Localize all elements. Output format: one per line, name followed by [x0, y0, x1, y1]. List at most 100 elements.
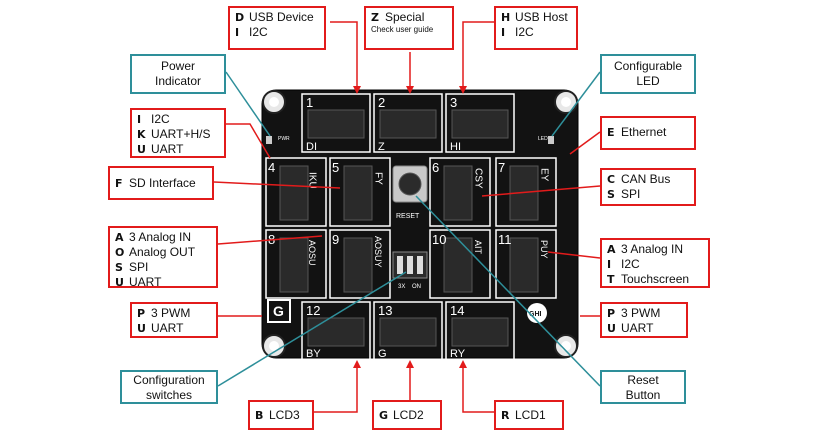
- sd-letter: F: [115, 177, 123, 190]
- pwm-left-text-pwm: 3 PWM: [151, 306, 191, 320]
- can-text: CAN Bus: [621, 172, 671, 186]
- socket-6: 6 CSY: [429, 157, 491, 227]
- socket-9-letters: AOSUY: [373, 236, 383, 268]
- lcd1-letter: R: [501, 409, 510, 422]
- g-logo: G: [267, 299, 291, 323]
- socket-6-letters: CSY: [473, 168, 484, 189]
- socket-4: 4 IKU: [265, 157, 327, 227]
- ghi-logo: GHI: [527, 303, 547, 323]
- pwm-right-text-pwm: 3 PWM: [621, 306, 661, 320]
- s11-letter-t: T: [607, 273, 615, 286]
- s8-text-uart: UART: [129, 275, 162, 289]
- configurable-led: LED: [538, 136, 554, 144]
- socket-4-number: 4: [268, 160, 275, 175]
- socket-5-letters: FY: [373, 172, 384, 185]
- usb-host-letter: H: [501, 11, 511, 24]
- special-note: Check user guide: [371, 25, 434, 34]
- socket-3-number: 3: [450, 95, 457, 110]
- callout-sd-interface: F SD Interface: [108, 166, 214, 200]
- socket-11-letters: PUY: [539, 240, 549, 259]
- s4-letter-i: I: [137, 113, 142, 126]
- configurable-led-line2: LED: [636, 74, 660, 88]
- s11-text-analog-in: 3 Analog IN: [621, 242, 684, 256]
- usb-device-i2c-letter: I: [235, 26, 240, 39]
- lcd2-text: LCD2: [393, 408, 424, 422]
- s8-letter-s: S: [115, 261, 123, 274]
- socket-6-number: 6: [432, 160, 439, 175]
- s8-text-spi: SPI: [129, 260, 149, 274]
- s8-text-analog-out: Analog OUT: [129, 245, 196, 259]
- socket-12-letters: BY: [306, 348, 321, 360]
- s11-text-touchscreen: Touchscreen: [621, 272, 690, 286]
- lcd3-letter: B: [255, 409, 264, 422]
- usb-host-i2c-text: I2C: [515, 25, 534, 39]
- reset-silk-label: RESET: [396, 213, 420, 220]
- usb-device-i2c-text: I2C: [249, 25, 268, 39]
- s8-letter-u: U: [115, 276, 124, 289]
- callout-lcd3: B LCD3: [248, 400, 314, 430]
- ethernet-text: Ethernet: [621, 125, 667, 139]
- reset-button-line1: Reset: [627, 373, 659, 387]
- socket-10-letters: AIT: [473, 240, 483, 255]
- socket-2-letters: Z: [378, 141, 385, 153]
- callout-lcd2: G LCD2: [372, 400, 442, 430]
- socket-13-number: 13: [378, 303, 392, 318]
- reset-button-graphic: RESET: [392, 165, 428, 220]
- socket-5-number: 5: [332, 160, 339, 175]
- socket-10-number: 10: [432, 232, 446, 247]
- usb-host-i2c-letter: I: [501, 26, 506, 39]
- socket-12-number: 12: [306, 303, 320, 318]
- callout-configurable-led: Configurable LED: [600, 54, 696, 94]
- special-letter: Z: [371, 11, 379, 24]
- callout-ethernet: E Ethernet: [600, 116, 696, 150]
- socket-7-number: 7: [498, 160, 505, 175]
- switch-silk-label: 3X: [398, 284, 405, 290]
- ethernet-letter: E: [607, 126, 615, 139]
- socket-5: 5 FY: [329, 157, 391, 227]
- reset-button-line2: Button: [625, 388, 661, 402]
- lcd1-text: LCD1: [515, 408, 546, 422]
- configurable-led-line1: Configurable: [613, 59, 683, 73]
- socket-1-letters: DI: [306, 141, 317, 153]
- socket-11: 11 PUY: [495, 229, 557, 299]
- socket-13: 13 G: [373, 301, 443, 361]
- callout-reset-button: Reset Button: [600, 370, 686, 404]
- usb-host-text: USB Host: [515, 10, 568, 24]
- s11-letter-i: I: [607, 258, 612, 271]
- callout-usb-host: H USB Host I I2C: [494, 6, 578, 50]
- socket-3-letters: HI: [450, 141, 461, 153]
- pwm-left-text-uart: UART: [151, 321, 184, 335]
- socket-8-letters: AOSU: [307, 240, 317, 266]
- socket-7: 7 EY: [495, 157, 557, 227]
- s8-text-analog-in: 3 Analog IN: [129, 230, 192, 244]
- power-led: PWR: [266, 136, 290, 144]
- socket-4-letters: IKU: [307, 172, 318, 189]
- s4-letter-k: K: [137, 128, 146, 141]
- sd-text: SD Interface: [129, 176, 196, 190]
- pwm-right-letter-u: U: [607, 322, 616, 335]
- special-text: Special: [385, 10, 425, 24]
- s4-text-i2c: I2C: [151, 112, 170, 126]
- lcd3-text: LCD3: [269, 408, 300, 422]
- socket-9: 9 AOSUY: [329, 229, 391, 299]
- lcd2-letter: G: [379, 409, 389, 422]
- callout-lines: [213, 21, 601, 413]
- socket-1: 1 DI: [301, 93, 371, 153]
- socket-12: 12 BY: [301, 301, 371, 361]
- s4-text-uart: UART: [151, 142, 184, 156]
- s11-letter-a: A: [607, 243, 616, 256]
- s8-letter-a: A: [115, 231, 124, 244]
- socket-11-number: 11: [498, 232, 512, 247]
- can-letter-s: S: [607, 188, 615, 201]
- pwm-left-letter-p: P: [137, 307, 146, 320]
- socket-9-number: 9: [332, 232, 339, 247]
- power-indicator-line2: Indicator: [154, 74, 202, 88]
- s11-text-i2c: I2C: [621, 257, 640, 271]
